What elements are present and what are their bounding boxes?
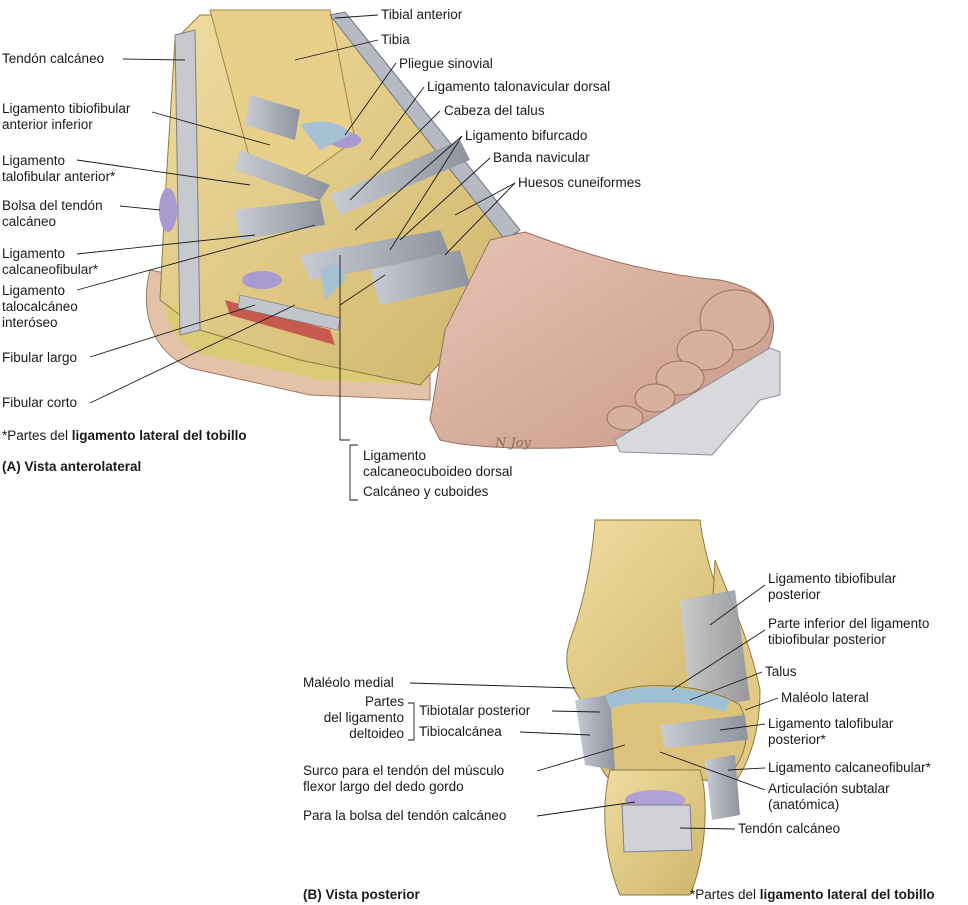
label-ligamento-calcaneofibular-b: Ligamento calcaneofibular* <box>768 760 931 775</box>
footnote-bold-b: ligamento lateral del tobillo <box>759 887 935 902</box>
label-pliegue-sinovial: Pliegue sinovial <box>399 56 493 71</box>
label-surco-tendon-flexor: Surco para el tendón del músculo flexor … <box>303 763 505 794</box>
foot-anterolateral-illustration <box>145 9 781 456</box>
label-calcaneo-y-cuboides: Calcáneo y cuboides <box>363 484 489 499</box>
label-huesos-cuneiformes: Huesos cuneiformes <box>518 175 642 190</box>
label-banda-navicular: Banda navicular <box>493 150 590 165</box>
artist-signature: N Joy <box>494 436 532 451</box>
footnote-panel-b: *Partes del ligamento lateral del tobill… <box>690 887 935 902</box>
label-ligamento-tibiofibular-anterior-inferior: Ligamento tibiofibular anterior inferior <box>2 101 131 132</box>
label-ligamento-talocalcaneo-interoseo: Ligamento talocalcáneo interóseo <box>2 283 78 330</box>
caption-panel-b: (B) Vista posterior <box>303 887 420 902</box>
label-ligamento-calcaneofibular: Ligamento calcaneofibular* <box>2 246 99 277</box>
label-tibial-anterior: Tibial anterior <box>381 7 463 22</box>
footnote-panel-a: *Partes del ligamento lateral del tobill… <box>2 428 247 443</box>
label-ligamento-talofibular-posterior: Ligamento talofibular posterior* <box>768 716 894 747</box>
label-bolsa-del-tendon-calcaneo: Bolsa del tendón calcáneo <box>2 198 103 229</box>
footnote-bold: ligamento lateral del tobillo <box>71 428 247 443</box>
label-ligamento-talonavicular-dorsal: Ligamento talonavicular dorsal <box>427 79 611 94</box>
ankle-posterior-illustration <box>566 519 761 896</box>
label-tendon-calcaneo: Tendón calcáneo <box>2 51 105 66</box>
label-fibular-largo: Fibular largo <box>2 350 78 365</box>
label-tendon-calcaneo-b: Tendón calcáneo <box>738 821 841 836</box>
label-cabeza-del-talus: Cabeza del talus <box>444 103 545 118</box>
label-maleolo-medial: Maléolo medial <box>303 675 394 690</box>
label-maleolo-lateral: Maléolo lateral <box>781 690 869 705</box>
leader-lines <box>76 14 779 830</box>
label-fibular-corto: Fibular corto <box>2 395 78 410</box>
label-articulacion-subtalar: Articulación subtalar (anatómica) <box>768 781 890 812</box>
label-ligamento-calcaneocuboideo-dorsal: Ligamento calcaneocuboideo dorsal <box>363 448 513 479</box>
footnote-prefix-b: *Partes del <box>690 887 760 902</box>
label-tibiocalcanea: Tibiocalcánea <box>419 724 502 739</box>
label-tibia: Tibia <box>381 32 410 47</box>
caption-panel-a: (A) Vista anterolateral <box>2 459 142 474</box>
label-ligamento-talofibular-anterior: Ligamento talofibular anterior* <box>2 153 116 184</box>
label-ligamento-tibiofibular-posterior: Ligamento tibiofibular posterior <box>768 571 897 602</box>
label-tibiotalar-posterior: Tibiotalar posterior <box>419 703 531 718</box>
footnote-prefix: *Partes del <box>2 428 72 443</box>
label-talus: Talus <box>765 664 797 679</box>
label-partes-del-ligamento-deltoideo: Partes del ligamento deltoideo <box>323 694 404 741</box>
label-parte-inferior-ligamento: Parte inferior del ligamento tibiofibula… <box>768 616 930 647</box>
label-para-la-bolsa: Para la bolsa del tendón calcáneo <box>303 808 507 823</box>
label-ligamento-bifurcado: Ligamento bifurcado <box>465 128 588 143</box>
